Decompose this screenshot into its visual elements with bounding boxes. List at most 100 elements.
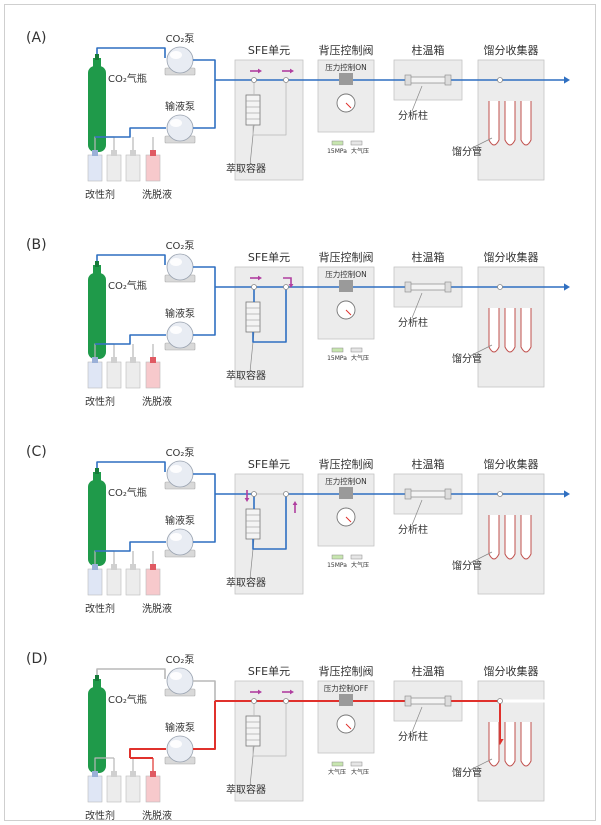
wash-label: 洗脱液 xyxy=(142,602,172,615)
fraction-tube-label: 馏分管 xyxy=(452,145,482,158)
co2-pump-icon xyxy=(164,460,196,490)
liquid-pump-label: 输液泵 xyxy=(165,307,195,320)
reservoir-bottle-icon xyxy=(125,150,141,182)
co2-pump-label: CO₂泵 xyxy=(166,447,195,459)
liquid-pump-outlet-line xyxy=(193,494,216,543)
pressure-right-label: 大气压 xyxy=(351,561,369,569)
pressure-right-label: 大气压 xyxy=(351,354,369,362)
valve-node xyxy=(251,77,257,83)
co2-bottle-label: CO₂气瓶 xyxy=(108,279,147,292)
bpr-label: 背压控制阀 xyxy=(319,43,374,57)
pressure-indicator-icon xyxy=(331,347,344,353)
extraction-vessel-icon xyxy=(245,301,261,333)
vessel-out-line xyxy=(252,493,565,550)
column-label: 分析柱 xyxy=(398,316,428,329)
vessel-out-line xyxy=(252,287,287,343)
fraction-collector-label: 馏分收集器 xyxy=(484,457,539,471)
reservoir-bottle-icon xyxy=(145,150,161,182)
reservoir-bottle-icon xyxy=(125,564,141,596)
reservoir-bottle-icon xyxy=(106,150,122,182)
reservoir-line xyxy=(94,757,114,771)
liquid-pump-label: 输液泵 xyxy=(165,721,195,734)
pressure-gauge-icon xyxy=(336,714,356,734)
reservoir-bottle-icon xyxy=(145,564,161,596)
pressure-indicator-icon xyxy=(350,554,363,560)
wash-label: 洗脱液 xyxy=(142,395,172,408)
fraction-tube-icon xyxy=(504,515,516,560)
flow-end-arrow xyxy=(564,76,570,84)
reservoir-bottle-icon xyxy=(106,771,122,803)
reservoir-bottle-icon xyxy=(87,150,103,182)
direction-arrow xyxy=(282,689,294,695)
co2-bottle-label: CO₂气瓶 xyxy=(108,72,147,85)
sfe-unit-box xyxy=(234,680,304,802)
panel-D: (D)SFE单元背压控制阀柱温箱馏分收集器CO₂泵输液泵CO₂气瓶改性剂洗脱液萃… xyxy=(26,651,565,822)
bpr-valve-icon xyxy=(339,487,353,499)
sfe-unit-label: SFE单元 xyxy=(248,665,290,678)
fraction-tube-icon xyxy=(520,722,532,767)
direction-arrow xyxy=(250,689,262,695)
valve-node xyxy=(283,491,289,497)
co2-pump-outlet-line xyxy=(193,266,216,287)
callout-line xyxy=(411,499,423,526)
fraction-tube-label: 馏分管 xyxy=(452,559,482,572)
direction-arrow xyxy=(283,277,294,288)
column-label: 分析柱 xyxy=(398,523,428,536)
bpr-status-label: 压力控制OFF xyxy=(324,683,369,693)
bpr-status-label: 压力控制ON xyxy=(325,269,367,279)
analytical-column-icon xyxy=(404,281,452,293)
co2-pump-icon xyxy=(164,46,196,76)
panel-label: (D) xyxy=(26,651,48,667)
pressure-indicator-icon xyxy=(331,554,344,560)
analytical-column-icon xyxy=(404,74,452,86)
co2-pump-outlet-line xyxy=(193,680,216,701)
co2-bottle-icon xyxy=(88,468,106,566)
pressure-right-label: 大气压 xyxy=(351,147,369,155)
sfe-unit-label: SFE单元 xyxy=(248,44,290,57)
column-oven-label: 柱温箱 xyxy=(412,43,445,57)
column-oven-label: 柱温箱 xyxy=(412,457,445,471)
modifier-label: 改性剂 xyxy=(85,188,115,201)
pressure-indicator-icon xyxy=(350,347,363,353)
column-label: 分析柱 xyxy=(398,730,428,743)
panel-label: (B) xyxy=(26,237,47,253)
direction-arrow xyxy=(282,68,294,74)
panel-label: (A) xyxy=(26,30,47,46)
reservoir-bottle-icon xyxy=(87,564,103,596)
column-oven-label: 柱温箱 xyxy=(412,664,445,678)
figure-frame xyxy=(4,4,596,821)
valve-node xyxy=(283,284,289,290)
valve-node xyxy=(283,698,289,704)
direction-arrow xyxy=(244,490,250,502)
co2-pump-outlet-line xyxy=(193,473,216,494)
liquid-pump-outlet-line xyxy=(193,287,216,336)
eluent-supply-line xyxy=(129,748,166,758)
bpr-box xyxy=(317,59,375,133)
valve-node xyxy=(251,698,257,704)
bottle-to-pump-line xyxy=(96,461,166,472)
bpr-status-label: 压力控制ON xyxy=(325,476,367,486)
pressure-gauge-icon xyxy=(336,93,356,113)
pressure-indicator-icon xyxy=(331,140,344,146)
callout-line xyxy=(469,137,493,150)
liquid-pump-icon xyxy=(164,528,196,558)
flow-end-arrow xyxy=(564,283,570,291)
sfe-unit-box xyxy=(234,473,304,595)
reservoir-bottle-icon xyxy=(106,357,122,389)
pressure-left-label: 15MPa xyxy=(327,562,347,569)
bpr-valve-icon xyxy=(339,280,353,292)
column-oven-label: 柱温箱 xyxy=(412,250,445,264)
pressure-left-label: 15MPa xyxy=(327,355,347,362)
modifier-label: 改性剂 xyxy=(85,809,115,822)
pressure-indicator-icon xyxy=(350,140,363,146)
reservoir-bottle-icon xyxy=(87,357,103,389)
modifier-label: 改性剂 xyxy=(85,602,115,615)
extraction-vessel-label: 萃取容器 xyxy=(226,576,266,589)
panel-C: (C)SFE单元背压控制阀柱温箱馏分收集器CO₂泵输液泵CO₂气瓶改性剂洗脱液萃… xyxy=(26,444,570,615)
collector-node xyxy=(497,284,503,290)
extraction-vessel-icon xyxy=(245,94,261,126)
analytical-column-icon xyxy=(404,695,452,707)
co2-bottle-icon xyxy=(88,54,106,152)
fraction-tube-label: 馏分管 xyxy=(452,766,482,779)
fraction-tube-label: 馏分管 xyxy=(452,352,482,365)
